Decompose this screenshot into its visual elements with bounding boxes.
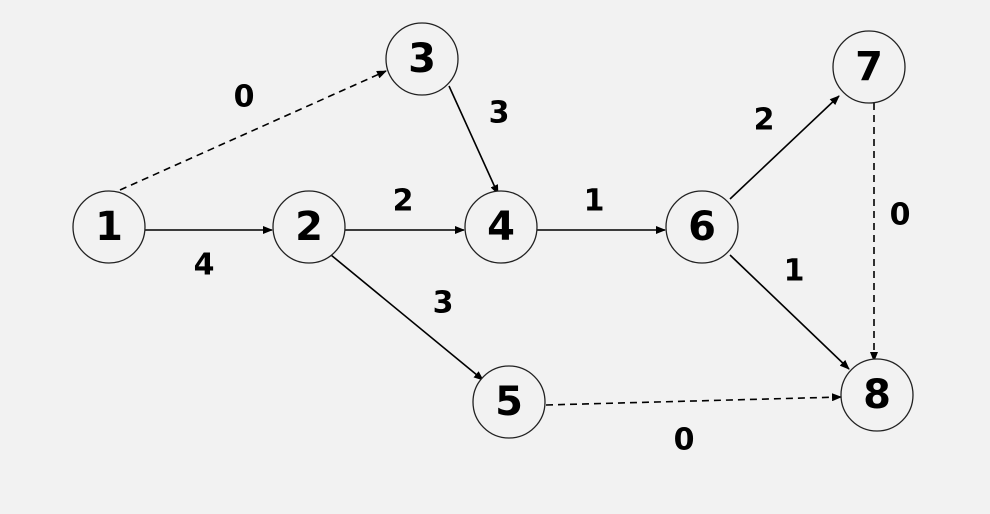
edge-label-7-8: 0 xyxy=(890,198,911,233)
edge-3-4 xyxy=(448,85,499,195)
node-circle xyxy=(272,190,346,264)
edge-label-6-8: 1 xyxy=(784,254,805,289)
edge-labels: 0 4 3 2 3 1 2 1 0 0 xyxy=(194,80,911,458)
nodes: 1 2 3 4 5 6 7 xyxy=(72,22,914,439)
edges xyxy=(119,70,878,406)
node-label: 4 xyxy=(487,204,515,250)
node-3: 3 xyxy=(385,22,459,96)
edge-6-8 xyxy=(729,254,850,370)
node-1: 1 xyxy=(72,190,146,264)
node-circle xyxy=(832,30,906,104)
node-6: 6 xyxy=(665,190,739,264)
node-2: 2 xyxy=(272,190,346,264)
node-4: 4 xyxy=(464,190,538,264)
edge-label-4-6: 1 xyxy=(584,184,605,219)
edge-2-5 xyxy=(330,254,484,381)
edge-label-2-5: 3 xyxy=(433,286,454,321)
node-label: 8 xyxy=(863,372,891,418)
node-circle xyxy=(840,358,914,432)
edge-label-3-4: 3 xyxy=(489,96,510,131)
node-label: 5 xyxy=(495,379,523,425)
edge-label-5-8: 0 xyxy=(674,423,695,458)
node-5: 5 xyxy=(472,365,546,439)
node-label: 3 xyxy=(408,36,436,82)
node-label: 1 xyxy=(95,204,123,250)
node-label: 7 xyxy=(855,44,883,90)
node-8: 8 xyxy=(840,358,914,432)
edge-label-1-2: 4 xyxy=(194,248,215,283)
node-circle xyxy=(385,22,459,96)
node-label: 6 xyxy=(688,204,716,250)
node-label: 2 xyxy=(295,204,323,250)
node-circle xyxy=(464,190,538,264)
edge-5-8 xyxy=(545,393,842,406)
edge-label-2-4: 2 xyxy=(393,184,414,219)
node-circle xyxy=(72,190,146,264)
node-7: 7 xyxy=(832,30,906,104)
edge-6-7 xyxy=(729,95,840,200)
edge-label-1-3: 0 xyxy=(234,80,255,115)
node-circle xyxy=(472,365,546,439)
node-circle xyxy=(665,190,739,264)
edge-label-6-7: 2 xyxy=(754,103,775,138)
edge-1-3 xyxy=(119,70,387,191)
